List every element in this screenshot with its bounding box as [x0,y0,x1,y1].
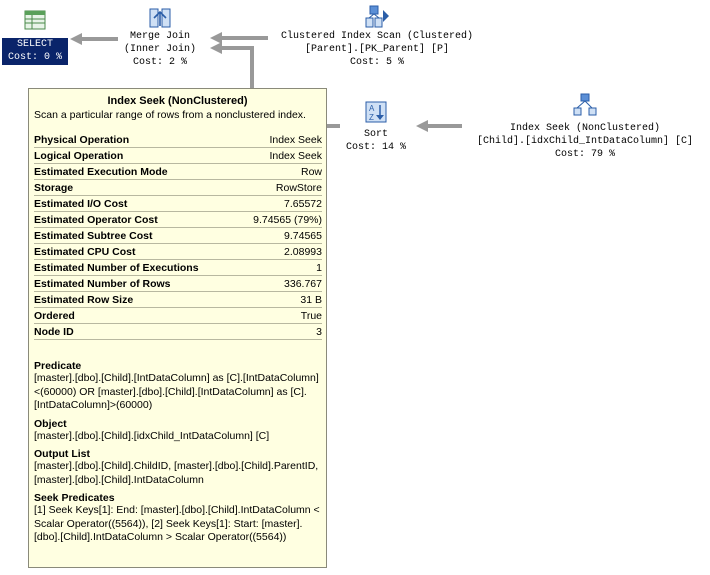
merge-join-node[interactable]: Merge Join (Inner Join) Cost: 2 % [110,6,210,69]
select-result-icon [24,10,46,30]
property-key: Estimated Operator Cost [34,211,237,228]
property-value: 2.08993 [237,243,322,260]
merge-join-label: Merge Join [129,31,190,42]
property-value: 336.767 [237,275,322,292]
clustered-index-scan-icon [365,5,389,28]
sort-icon: A Z [365,101,387,123]
property-value: True [237,307,322,324]
svg-text:A: A [369,104,375,113]
property-key: Estimated CPU Cost [34,243,237,260]
property-key: Node ID [34,323,237,340]
clustered-index-scan-label: Clustered Index Scan (Clustered) [280,31,474,42]
property-value: 9.74565 [237,227,322,244]
merge-join-icon [149,8,171,28]
select-node-label[interactable]: SELECT Cost: 0 % [2,38,68,65]
sort-cost: Cost: 14 % [345,142,406,153]
merge-join-sublabel: (Inner Join) [123,44,196,55]
output-list-heading: Output List [34,448,90,460]
merge-join-cost: Cost: 2 % [132,57,187,68]
property-key: Storage [34,179,237,196]
svg-text:Z: Z [369,113,374,122]
property-key: Estimated Number of Executions [34,259,237,276]
predicate-heading: Predicate [34,360,82,372]
arrow-scan-to-merge [210,32,268,44]
property-value: Index Seek [237,147,322,164]
clustered-index-scan-node[interactable]: Clustered Index Scan (Clustered) [Parent… [262,2,492,69]
index-seek-node[interactable]: Index Seek (NonClustered) [Child].[idxCh… [460,92,710,161]
property-key: Estimated Subtree Cost [34,227,237,244]
index-seek-sublabel: [Child].[idxChild_IntDataColumn] [C] [476,136,694,147]
property-key: Ordered [34,307,237,324]
property-value: Index Seek [237,132,322,148]
property-value: 7.65572 [237,195,322,212]
seek-predicates-text: [1] Seek Keys[1]: End: [master].[dbo].[C… [34,504,320,543]
select-label: SELECT [16,39,53,50]
property-value: 1 [237,259,322,276]
output-list-text: [master].[dbo].[Child].ChildID, [master]… [34,460,319,486]
object-heading: Object [34,417,67,430]
property-key: Estimated Row Size [34,291,237,308]
tooltip-description: Scan a particular range of rows from a n… [34,109,306,121]
property-value: RowStore [237,179,322,196]
sort-label: Sort [363,129,388,140]
property-value: 31 B [237,291,322,308]
index-seek-cost: Cost: 79 % [554,149,615,160]
property-key: Estimated Execution Mode [34,163,237,180]
arrow-seek-to-sort [416,120,462,132]
tooltip-title: Index Seek (NonClustered) [107,95,248,107]
property-key: Logical Operation [34,147,237,164]
sort-node[interactable]: A Z Sort Cost: 14 % [336,100,416,154]
select-node[interactable] [2,8,68,32]
predicate-text: [master].[dbo].[Child].[IntDataColumn] a… [34,372,319,411]
index-seek-label: Index Seek (NonClustered) [509,123,661,134]
operator-tooltip: Index Seek (NonClustered) Scan a particu… [28,88,327,568]
object-text: [master].[dbo].[Child].[idxChild_IntData… [34,429,270,442]
property-key: Physical Operation [34,132,237,148]
clustered-index-scan-cost: Cost: 5 % [349,57,404,68]
property-value: 9.74565 (79%) [237,211,322,228]
clustered-index-scan-sublabel: [Parent].[PK_Parent] [P] [304,44,450,55]
index-seek-icon [573,93,597,116]
property-key: Estimated Number of Rows [34,275,237,292]
property-value: Row [237,163,322,180]
select-cost: Cost: 0 % [7,52,62,63]
property-value: 3 [237,323,322,340]
property-key: Estimated I/O Cost [34,195,237,212]
seek-predicates-heading: Seek Predicates [34,492,115,504]
